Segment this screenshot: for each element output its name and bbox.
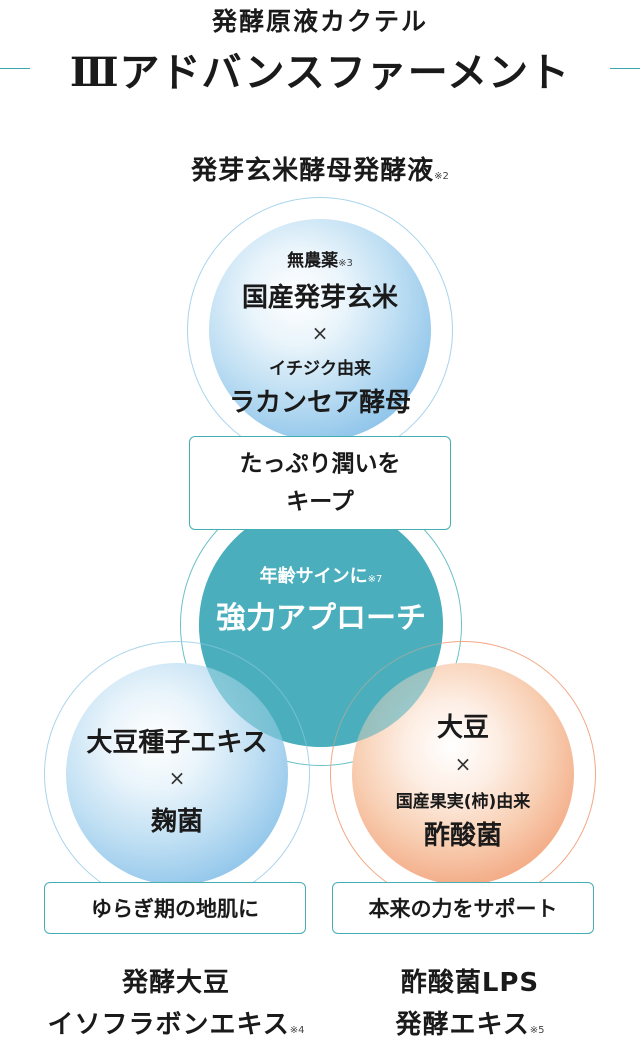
left-circle-line1: 大豆種子エキス xyxy=(86,728,268,758)
center-circle-overlay xyxy=(199,503,443,747)
right-circle-times: × xyxy=(454,752,472,776)
right-ingredient-line1: 酢酸菌LPS xyxy=(400,968,540,998)
left-ingredient-line2-text: イソフラボンエキス xyxy=(47,1010,290,1040)
right-circle-line1: 大豆 xyxy=(436,713,489,743)
top-box-line2: キープ xyxy=(286,489,354,515)
center-circle-line1-text: 年齢サインに xyxy=(259,566,368,587)
left-ingredient-line1: 発酵大豆 xyxy=(121,968,230,998)
center-circle-line1-note: ※7 xyxy=(367,574,383,585)
right-ingredient-note: ※5 xyxy=(529,1025,545,1036)
right-circle-line2: 国産果実(柿)由来 xyxy=(395,792,531,812)
top-circle-line3: イチジク由来 xyxy=(269,359,371,379)
right-benefit-box: 本来の力をサポート xyxy=(332,882,594,934)
left-circle-times: × xyxy=(168,766,186,790)
top-box-line1: たっぷり潤いを xyxy=(239,451,401,477)
right-circle-line3: 酢酸菌 xyxy=(423,821,502,851)
header-rule-left xyxy=(0,68,30,69)
top-circle-fill xyxy=(209,219,431,441)
top-circle-line1: 無農薬※3 xyxy=(187,246,453,271)
top-circle-line1-text: 無農薬 xyxy=(287,251,339,271)
top-circle-line4: ラカンセア酵母 xyxy=(228,388,411,418)
left-ingredient-note: ※4 xyxy=(289,1025,305,1036)
header-title: Ⅲアドバンスファーメント xyxy=(69,49,571,96)
right-ingredient-line2-text: 発酵エキス xyxy=(395,1010,530,1040)
top-benefit-box: たっぷり潤いを キープ xyxy=(189,436,451,530)
left-ingredient-line2: イソフラボンエキス※4 xyxy=(0,1004,352,1041)
top-circle-line1-note: ※3 xyxy=(338,258,353,269)
center-circle-line1: 年齢サインに※7 xyxy=(199,562,443,588)
header-rule-right xyxy=(610,68,640,69)
top-ingredient-name: 発芽玄米酵母発酵液 xyxy=(191,156,435,186)
top-circle-line2: 国産発芽玄米 xyxy=(241,283,398,313)
top-ingredient-heading: 発芽玄米酵母発酵液※2 xyxy=(0,150,640,187)
header-subtitle: 発酵原液カクテル xyxy=(211,7,428,36)
left-benefit-box: ゆらぎ期の地肌に xyxy=(44,882,306,934)
right-ingredient-line2: 発酵エキス※5 xyxy=(320,1004,620,1041)
top-ingredient-note: ※2 xyxy=(434,171,449,182)
top-circle-times: × xyxy=(311,321,329,345)
left-circle-line2: 麹菌 xyxy=(150,807,203,837)
center-circle-line2: 強力アプローチ xyxy=(216,601,426,636)
